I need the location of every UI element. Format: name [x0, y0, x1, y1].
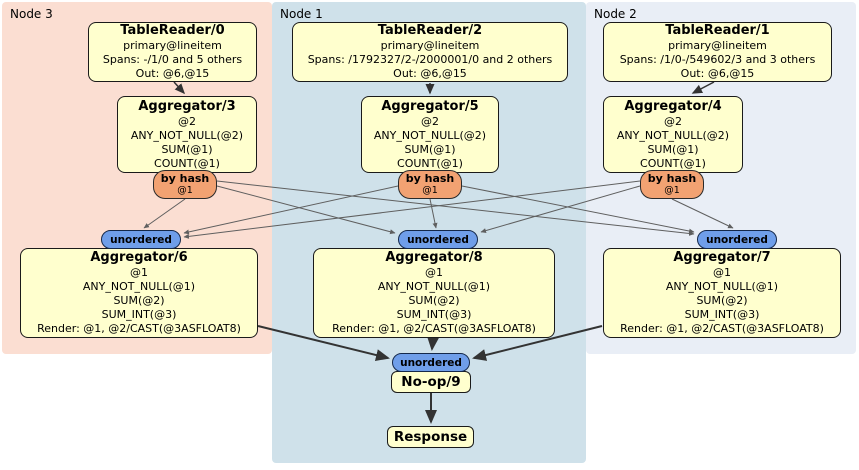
aggregator-3-line: @2 [178, 114, 196, 128]
aggregator-4-line: ANY_NOT_NULL(@2) [616, 128, 730, 142]
hash-router-label: by hash [405, 172, 455, 185]
hash-router-node2: by hash @1 [640, 170, 704, 199]
aggregator-8-line: ANY_NOT_NULL(@1) [377, 280, 491, 293]
node3-label: Node 3 [10, 7, 53, 21]
aggregator-3-line: ANY_NOT_NULL(@2) [130, 128, 244, 142]
aggregator-8-line: @1 [425, 266, 443, 279]
noop-box: No-op/9 [391, 371, 471, 393]
aggregator-6-render: Render: @1, @2/CAST(@3ASFLOAT8) [37, 322, 241, 335]
aggregator-6-line: @1 [130, 266, 148, 279]
tablereader-0-box: TableReader/0 primary@lineitem Spans: -/… [88, 22, 257, 82]
tablereader-0-out: Out: @6,@15 [135, 67, 210, 80]
aggregator-8-box: Aggregator/8 @1 ANY_NOT_NULL(@1) SUM(@2)… [313, 248, 555, 338]
hash-router-label: by hash [160, 172, 210, 185]
aggregator-8-render: Render: @1, @2/CAST(@3ASFLOAT8) [332, 322, 536, 335]
hash-router-key: @1 [664, 185, 680, 196]
aggregator-3-line: COUNT(@1) [154, 156, 220, 170]
aggregator-7-box: Aggregator/7 @1 ANY_NOT_NULL(@1) SUM(@2)… [603, 248, 841, 338]
tablereader-2-out: Out: @6,@15 [393, 67, 467, 80]
aggregator-4-title: Aggregator/4 [624, 98, 722, 114]
unordered-stream-node2: unordered [697, 230, 777, 249]
aggregator-7-line: SUM(@2) [696, 294, 748, 307]
hash-router-key: @1 [177, 185, 193, 196]
tablereader-1-spans: Spans: /1/0-/549602/3 and 3 others [619, 53, 816, 66]
tablereader-0-spans: Spans: -/1/0 and 5 others [102, 53, 243, 66]
aggregator-6-line: ANY_NOT_NULL(@1) [82, 280, 196, 293]
tablereader-1-index: primary@lineitem [668, 39, 767, 52]
aggregator-7-line: SUM_INT(@3) [684, 308, 760, 321]
hash-router-label: by hash [647, 172, 697, 185]
tablereader-1-title: TableReader/1 [665, 23, 770, 38]
aggregator-8-title: Aggregator/8 [385, 250, 483, 265]
hash-router-node1: by hash @1 [398, 170, 462, 199]
node2-label: Node 2 [594, 7, 637, 21]
hash-router-key: @1 [422, 185, 438, 196]
aggregator-4-box: Aggregator/4 @2 ANY_NOT_NULL(@2) SUM(@1)… [603, 96, 743, 173]
tablereader-2-box: TableReader/2 primary@lineitem Spans: /1… [292, 22, 568, 82]
unordered-stream-node3: unordered [101, 230, 181, 249]
aggregator-7-line: ANY_NOT_NULL(@1) [665, 280, 779, 293]
tablereader-1-out: Out: @6,@15 [680, 67, 755, 80]
aggregator-5-line: @2 [421, 114, 439, 128]
aggregator-7-line: @1 [713, 266, 731, 279]
tablereader-0-title: TableReader/0 [120, 23, 225, 38]
tablereader-2-index: primary@lineitem [380, 39, 480, 52]
aggregator-5-line: COUNT(@1) [397, 156, 463, 170]
aggregator-4-line: COUNT(@1) [640, 156, 706, 170]
aggregator-4-line: @2 [664, 114, 682, 128]
aggregator-6-title: Aggregator/6 [90, 250, 188, 265]
aggregator-3-box: Aggregator/3 @2 ANY_NOT_NULL(@2) SUM(@1)… [117, 96, 257, 173]
unordered-stream-output: unordered [392, 353, 470, 372]
aggregator-6-box: Aggregator/6 @1 ANY_NOT_NULL(@1) SUM(@2)… [20, 248, 258, 338]
node1-label: Node 1 [280, 7, 323, 21]
tablereader-2-title: TableReader/2 [377, 23, 483, 38]
aggregator-7-render: Render: @1, @2/CAST(@3ASFLOAT8) [620, 322, 824, 335]
aggregator-4-line: SUM(@1) [647, 142, 699, 156]
aggregator-7-title: Aggregator/7 [673, 250, 771, 265]
aggregator-5-line: SUM(@1) [404, 142, 456, 156]
tablereader-0-index: primary@lineitem [123, 39, 222, 52]
hash-router-node3: by hash @1 [153, 170, 217, 199]
aggregator-6-line: SUM_INT(@3) [101, 308, 177, 321]
response-box: Response [387, 426, 474, 448]
aggregator-8-line: SUM_INT(@3) [396, 308, 472, 321]
tablereader-1-box: TableReader/1 primary@lineitem Spans: /1… [603, 22, 832, 82]
aggregator-5-title: Aggregator/5 [381, 98, 479, 114]
unordered-stream-node1: unordered [398, 230, 478, 249]
aggregator-3-title: Aggregator/3 [138, 98, 236, 114]
tablereader-2-spans: Spans: /1792327/2-/2000001/0 and 2 other… [307, 53, 553, 66]
aggregator-6-line: SUM(@2) [113, 294, 165, 307]
aggregator-5-line: ANY_NOT_NULL(@2) [373, 128, 487, 142]
aggregator-5-box: Aggregator/5 @2 ANY_NOT_NULL(@2) SUM(@1)… [361, 96, 499, 173]
aggregator-3-line: SUM(@1) [161, 142, 213, 156]
aggregator-8-line: SUM(@2) [408, 294, 460, 307]
